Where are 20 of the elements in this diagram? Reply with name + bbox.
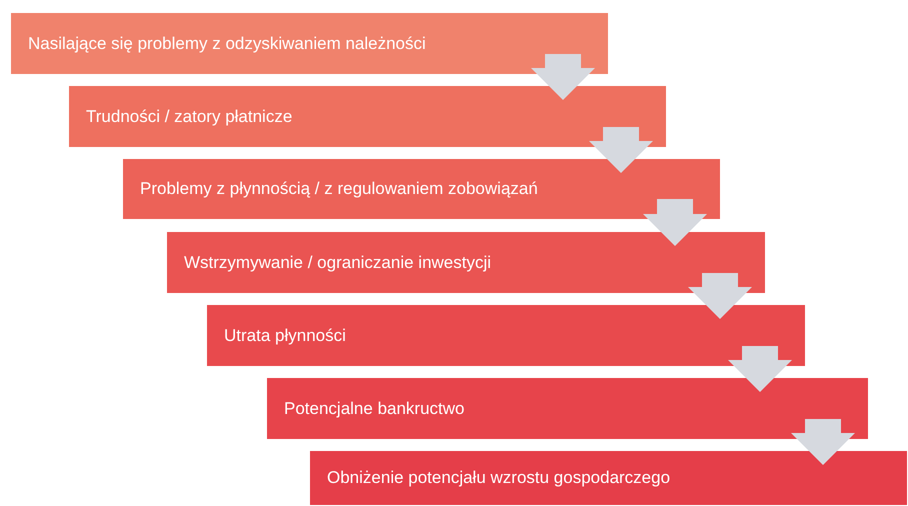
step-box xyxy=(207,305,805,366)
step-label: Potencjalne bankructwo xyxy=(284,398,465,420)
step-box xyxy=(267,378,868,439)
step-box xyxy=(11,13,608,74)
step-label: Nasilające się problemy z odzyskiwaniem należności xyxy=(28,32,426,54)
down-arrow xyxy=(791,419,855,465)
step-label: Wstrzymywanie / ograniczanie inwestycji xyxy=(184,252,492,274)
step-box xyxy=(69,86,666,147)
step-label: Utrata płynności xyxy=(224,324,346,346)
down-arrow xyxy=(728,346,792,392)
down-arrow xyxy=(643,199,707,246)
step-label: Trudności / zatory płatnicze xyxy=(86,106,292,128)
step-label: Problemy z płynnością / z regulowaniem zobowiązań xyxy=(140,178,538,200)
down-arrow xyxy=(589,127,653,173)
down-arrow xyxy=(531,54,595,100)
down-arrow xyxy=(688,273,752,319)
step-box xyxy=(167,232,765,293)
step-box xyxy=(310,451,907,505)
step-box xyxy=(123,159,720,219)
step-label: Obniżenie potencjału wzrostu gospodarczego xyxy=(327,467,670,489)
